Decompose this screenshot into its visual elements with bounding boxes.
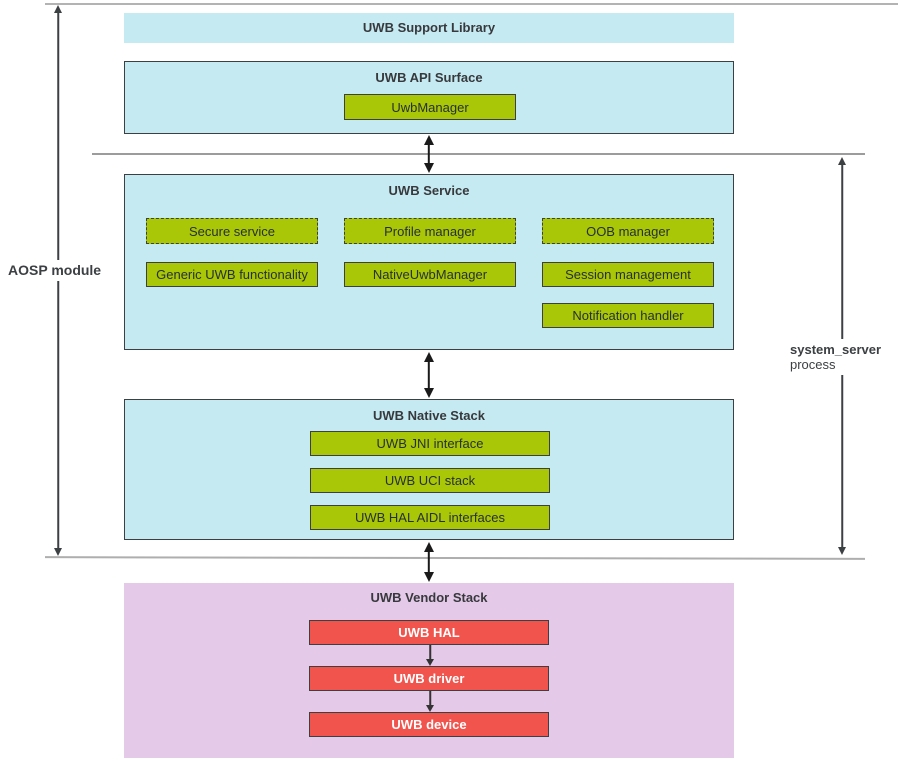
uwb-hal-aidl-interfaces-box: UWB HAL AIDL interfaces [310,505,550,530]
uwb-device-box: UWB device [309,712,549,737]
service-panel: UWB Service Secure service Profile manag… [124,174,734,350]
session-management-box: Session management [542,262,714,287]
uwb-driver-box: UWB driver [309,666,549,691]
vendor-stack-title: UWB Vendor Stack [370,590,488,605]
arrow-up-icon [424,135,434,145]
native-stack-panel: UWB Native Stack UWB JNI interface UWB U… [124,399,734,540]
arrow-down-icon [424,163,434,173]
service-title: UWB Service [388,183,470,198]
arrow-down-icon [54,548,62,556]
uwb-uci-stack-box: UWB UCI stack [310,468,550,493]
notification-handler-box: Notification handler [542,303,714,328]
arrow-service-native [423,352,435,398]
secure-service-box: Secure service [146,218,318,244]
arrow-up-icon [54,5,62,13]
support-library-title: UWB Support Library [362,20,496,35]
arrow-up-icon [424,352,434,362]
divider-top [45,3,898,5]
uwb-jni-interface-box: UWB JNI interface [310,431,550,456]
divider-system-server-top [92,153,865,155]
api-surface-panel: UWB API Surface UwbManager [124,61,734,134]
arrow-down-icon [426,659,434,666]
native-uwb-manager-box: NativeUwbManager [344,262,516,287]
profile-manager-box: Profile manager [344,218,516,244]
api-surface-title: UWB API Surface [375,70,483,85]
native-stack-title: UWB Native Stack [373,408,485,423]
arrow-driver-device [424,691,436,712]
arrow-down-icon [424,572,434,582]
divider-bottom [44,556,866,560]
arrow-down-icon [424,388,434,398]
support-library-panel: UWB Support Library [124,13,734,43]
vendor-stack-panel: UWB Vendor Stack UWB HAL UWB driver UWB … [124,583,734,758]
generic-uwb-functionality-box: Generic UWB functionality [146,262,318,287]
arrow-hal-driver [424,645,436,666]
system-server-label: system_server process [788,339,884,375]
arrow-up-icon [424,542,434,552]
arrow-down-icon [426,705,434,712]
arrow-api-service [423,135,435,173]
uwbmanager-box: UwbManager [344,94,516,120]
arrow-native-vendor [423,542,435,582]
arrow-down-icon [838,547,846,555]
arrow-up-icon [838,157,846,165]
uwb-hal-box: UWB HAL [309,620,549,645]
aosp-module-label: AOSP module [6,260,104,281]
oob-manager-box: OOB manager [542,218,714,244]
